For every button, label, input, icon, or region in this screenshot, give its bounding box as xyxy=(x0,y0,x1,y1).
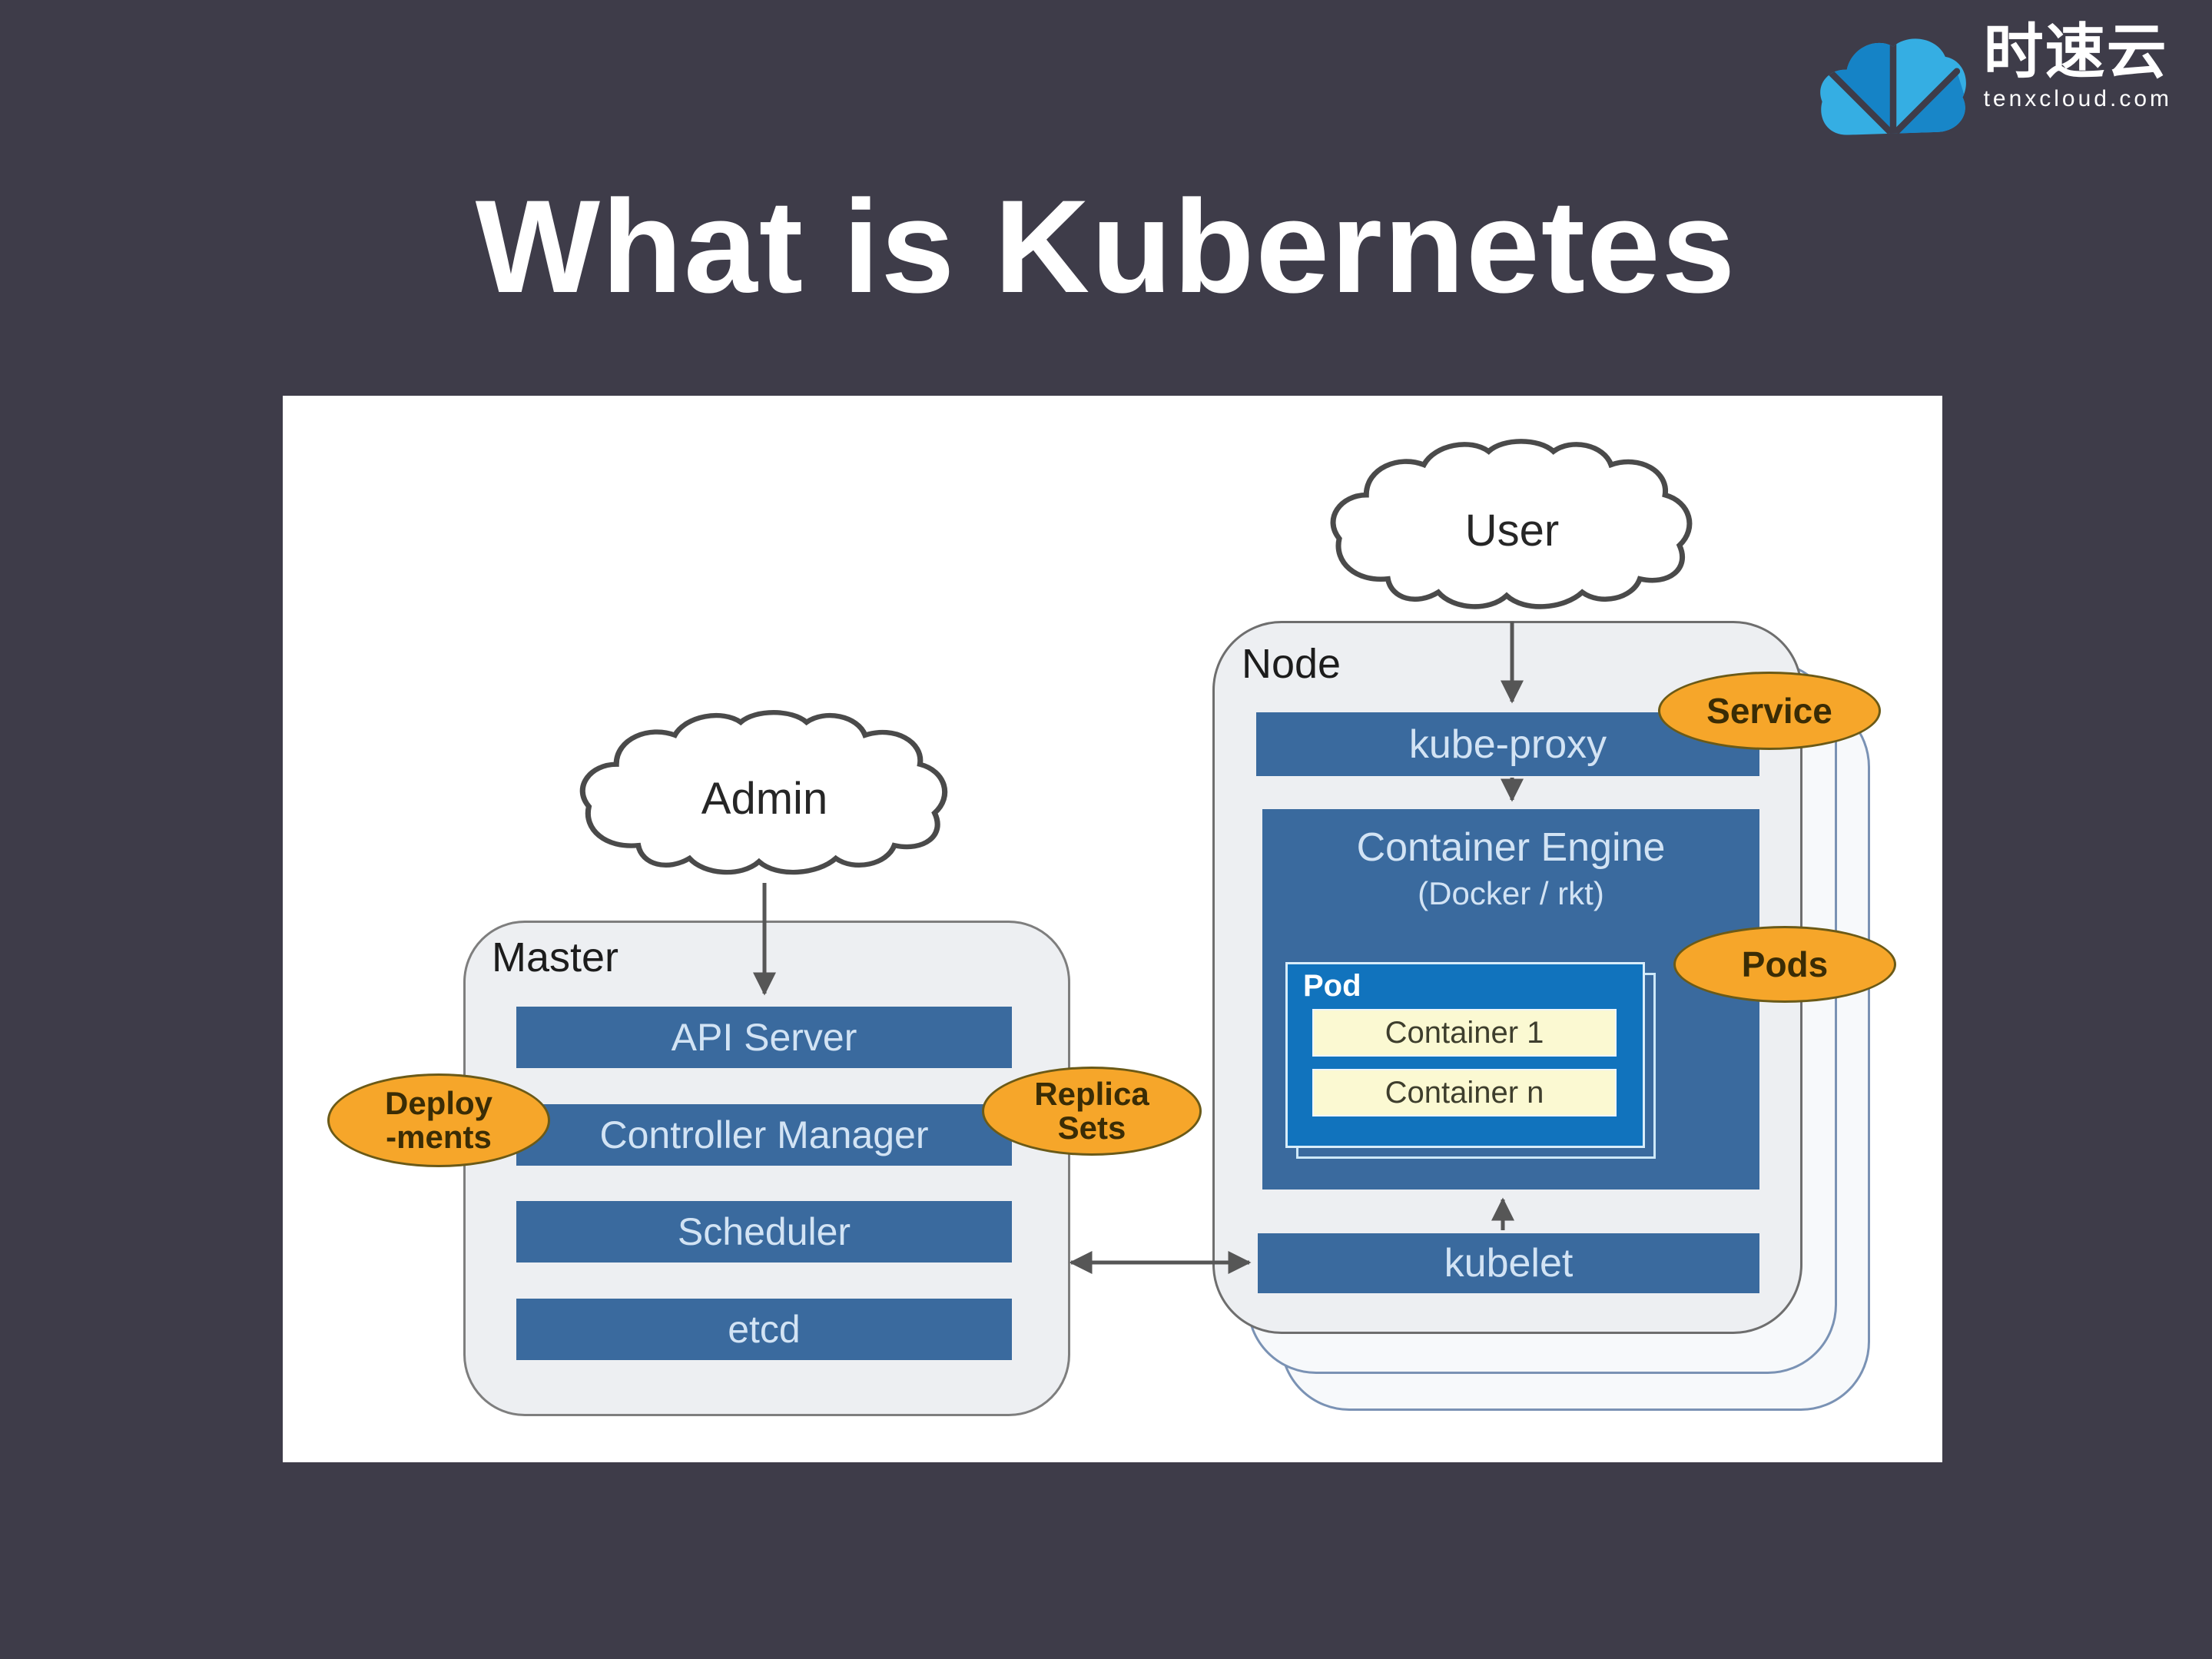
kubernetes-architecture-diagram: Node Master API Server Controller Manage… xyxy=(283,396,1942,1462)
container-1-bar: Container 1 xyxy=(1312,1009,1617,1057)
container-engine-title: Container Engine xyxy=(1356,825,1666,870)
pod-box: Pod Container 1 Container n xyxy=(1285,962,1645,1148)
service-badge-label: Service xyxy=(1706,690,1832,731)
etcd-bar: etcd xyxy=(516,1299,1012,1360)
api-server-bar: API Server xyxy=(516,1007,1012,1068)
deployments-badge-line1: Deploy xyxy=(384,1084,493,1121)
logo-brand: 时速云 xyxy=(1983,18,2168,85)
pod-label: Pod xyxy=(1303,969,1361,1003)
tenxcloud-logo: 时速云 tenxcloud.com xyxy=(1818,22,2172,138)
logo-domain: tenxcloud.com xyxy=(1983,86,2172,111)
cloud-shape-icon xyxy=(579,710,948,875)
logo-text: 时速云 tenxcloud.com xyxy=(1984,22,2172,112)
pods-badge: Pods xyxy=(1673,926,1896,1003)
controller-manager-bar: Controller Manager xyxy=(516,1104,1012,1166)
replica-sets-badge-line1: Replica xyxy=(1034,1075,1149,1112)
cloud-logo-icon xyxy=(1819,38,1966,135)
deployments-badge: Deploy -ments xyxy=(327,1073,550,1167)
service-badge: Service xyxy=(1658,672,1881,750)
container-n-bar: Container n xyxy=(1312,1069,1617,1117)
user-cloud-label: User xyxy=(1464,505,1560,556)
container-engine-subtitle: (Docker / rkt) xyxy=(1418,875,1604,911)
scheduler-bar: Scheduler xyxy=(516,1201,1012,1262)
admin-cloud: Admin xyxy=(572,709,957,888)
deployments-badge-line2: -ments xyxy=(386,1119,492,1155)
kubelet-bar: kubelet xyxy=(1258,1233,1759,1293)
pods-badge-label: Pods xyxy=(1741,944,1829,984)
master-label: Master xyxy=(492,934,619,980)
cloud-shape-icon xyxy=(1330,439,1693,609)
node-label: Node xyxy=(1242,641,1341,687)
replica-sets-badge-line2: Sets xyxy=(1057,1110,1126,1146)
replica-sets-badge: Replica Sets xyxy=(982,1067,1202,1156)
admin-cloud-label: Admin xyxy=(701,773,828,824)
page-title: What is Kubernetes xyxy=(475,173,1737,320)
user-cloud: User xyxy=(1323,438,1701,622)
